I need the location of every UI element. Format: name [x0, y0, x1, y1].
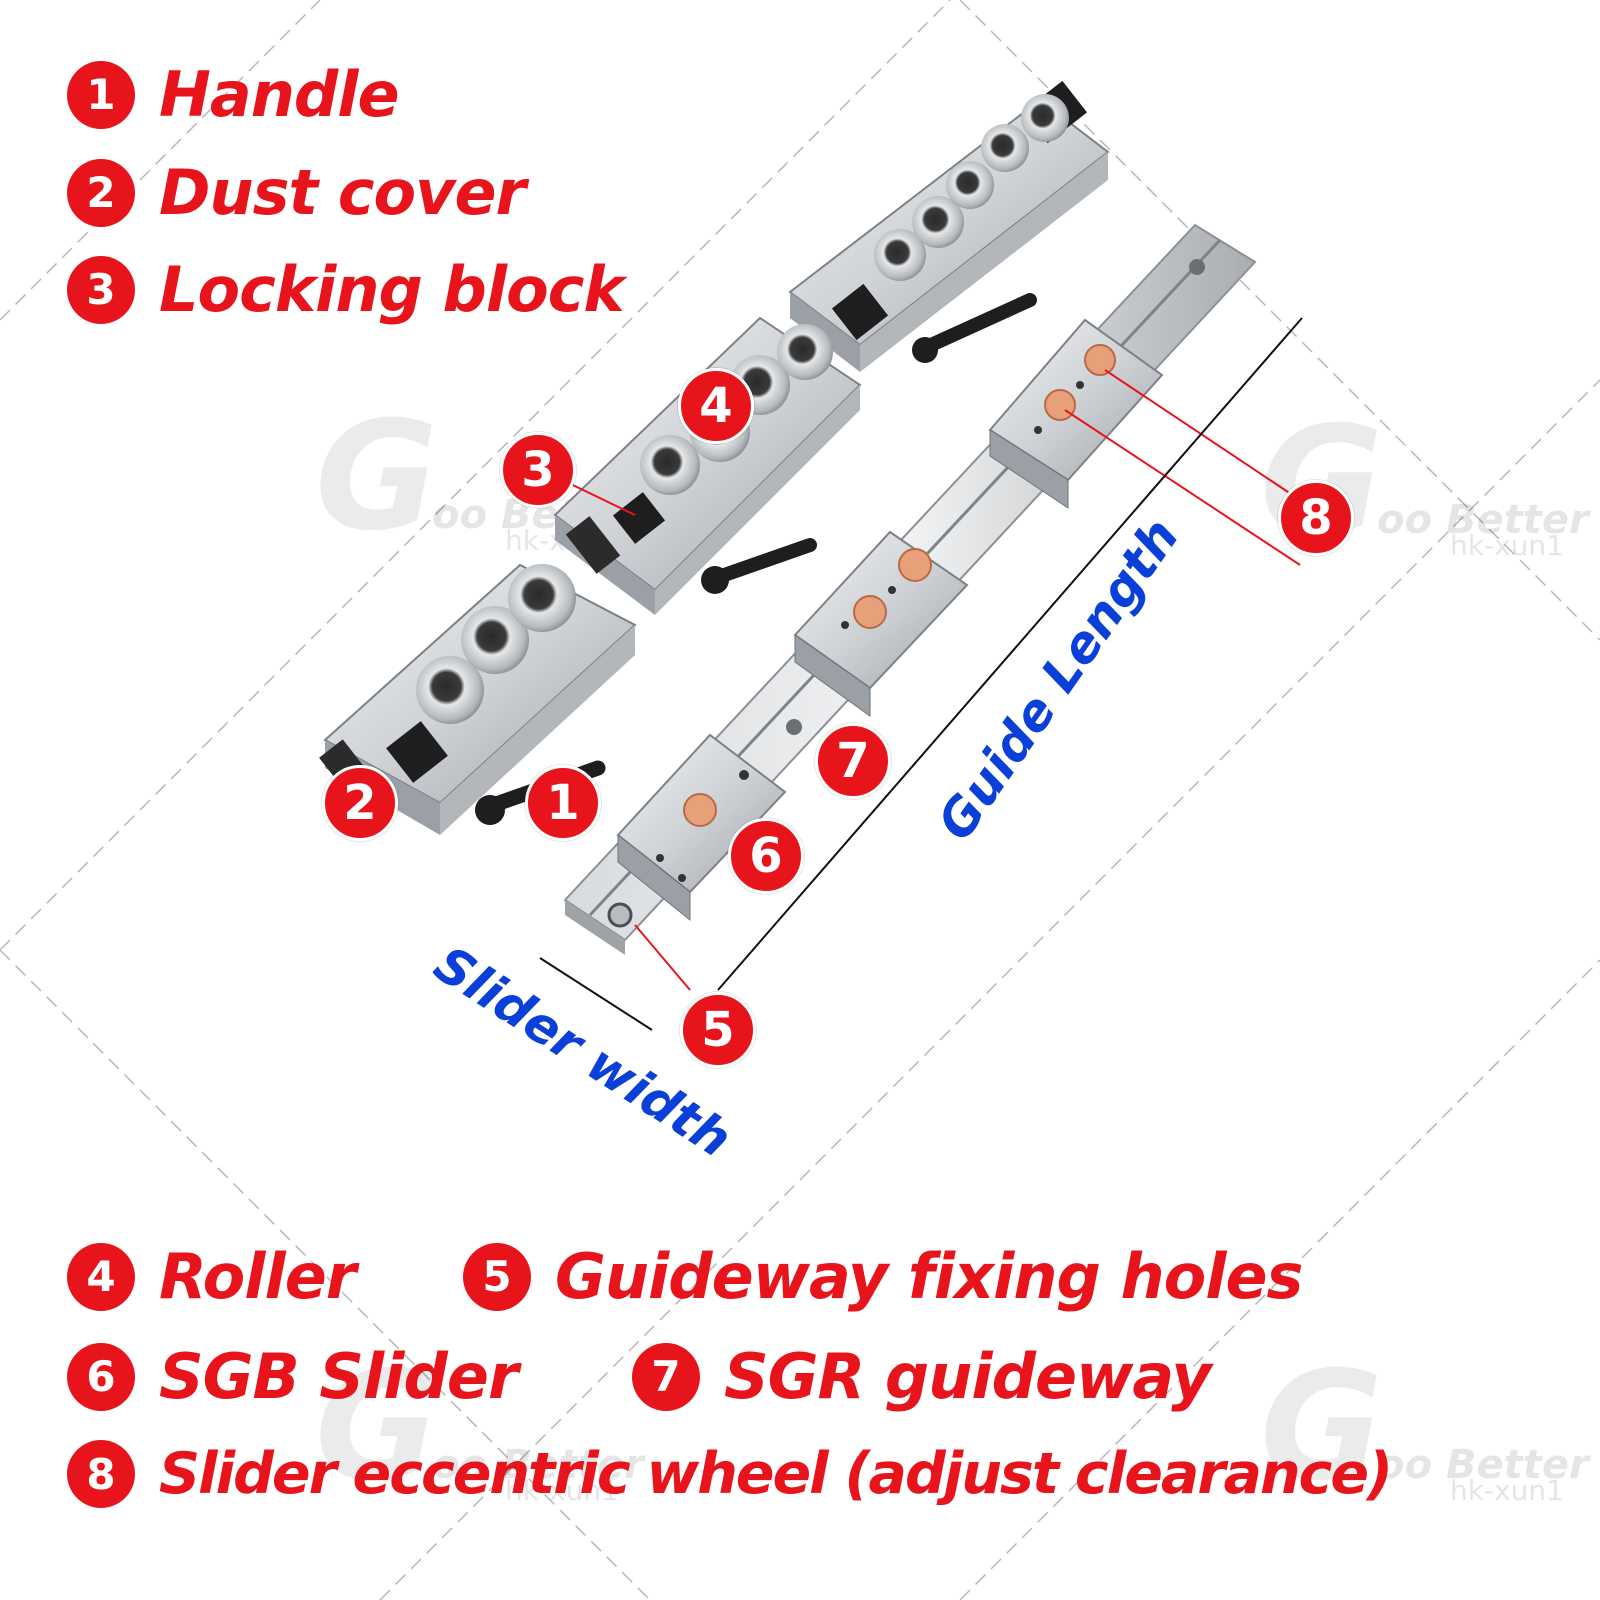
legend-label: SGR guideway: [724, 1340, 1212, 1413]
legend-label: Dust cover: [159, 156, 526, 229]
roller-block-medium: [553, 316, 862, 615]
legend-number: 8: [67, 1440, 135, 1508]
legend-number: 4: [67, 1242, 135, 1311]
callout-fixing-holes: 5: [680, 992, 756, 1068]
legend-label: Roller: [159, 1240, 356, 1313]
callout-locking-block: 3: [500, 432, 576, 508]
legend-number: 1: [67, 60, 135, 129]
legend-item-dust-cover: 2 Dust cover: [67, 156, 526, 229]
legend-item-fixing-holes: 5 Guideway fixing holes: [463, 1240, 1303, 1313]
legend-item-eccentric-wheel: 8 Slider eccentric wheel (adjust clearan…: [67, 1440, 1393, 1508]
legend-number: 7: [632, 1342, 700, 1411]
legend-label: Guideway fixing holes: [555, 1240, 1303, 1313]
legend-number: 5: [463, 1242, 531, 1311]
legend-number: 2: [67, 158, 135, 227]
legend-item-handle: 1 Handle: [67, 58, 400, 131]
callout-eccentric-wheel: 8: [1278, 480, 1354, 556]
legend-label: SGB Slider: [159, 1340, 519, 1413]
sgb-slider-3: [988, 318, 1164, 509]
legend-number: 6: [67, 1342, 135, 1411]
sgb-slider-1: [616, 733, 787, 922]
legend-item-locking-block: 3 Locking block: [67, 253, 625, 326]
callout-sgb-slider: 6: [728, 818, 804, 894]
callout-handle: 1: [525, 765, 601, 841]
roller-block-large: [788, 80, 1110, 372]
legend-item-sgb-slider: 6 SGB Slider: [67, 1340, 519, 1413]
legend-label: Handle: [159, 58, 400, 131]
callout-dust-cover: 2: [322, 765, 398, 841]
roller-block-small: [319, 563, 637, 835]
legend-number: 3: [67, 255, 135, 324]
sgb-slider-2: [793, 530, 969, 717]
legend-label: Locking block: [159, 253, 625, 326]
watermark-bottom-right: Goo Better hk-xun1: [1260, 1340, 1589, 1514]
legend-item-roller: 4 Roller: [67, 1240, 356, 1313]
legend-item-sgr-guideway: 7 SGR guideway: [632, 1340, 1212, 1413]
watermark-bottom-left: Goo Better hk-xun1: [315, 1340, 644, 1514]
callout-sgr-guideway: 7: [815, 723, 891, 799]
legend-label: Slider eccentric wheel (adjust clearance…: [159, 1441, 1393, 1507]
callout-roller: 4: [678, 368, 754, 444]
